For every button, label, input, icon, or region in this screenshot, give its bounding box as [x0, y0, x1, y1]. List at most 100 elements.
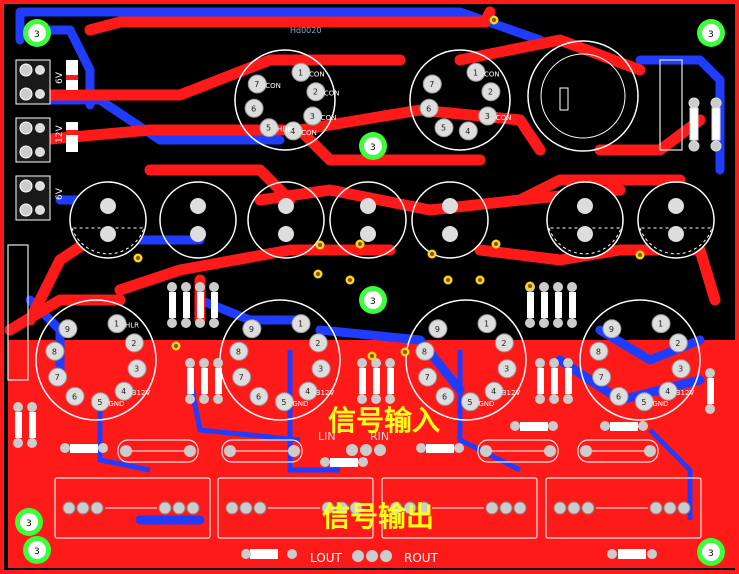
- film-capacitor: [553, 501, 691, 515]
- resistors: [13, 282, 715, 467]
- resistor: [357, 358, 367, 404]
- socket-pin: [291, 62, 311, 82]
- pin-number: 1: [298, 320, 303, 329]
- pin-number: 6: [442, 392, 447, 401]
- pin-label: HDR: [277, 126, 293, 134]
- via: [355, 239, 365, 249]
- socket-pin: [422, 74, 442, 94]
- electrolytic-capacitor: [411, 181, 489, 259]
- via: [315, 240, 325, 250]
- electrolytic-capacitor: [637, 181, 715, 259]
- via: [345, 275, 355, 285]
- pin-number: 1: [658, 320, 663, 329]
- resistor: [213, 358, 223, 404]
- socket-pin: [671, 359, 691, 379]
- tap-label-3: 6V: [55, 187, 65, 200]
- diodes: [66, 60, 78, 152]
- via: [313, 269, 323, 279]
- via: [400, 347, 410, 357]
- mount-hole: 3: [697, 19, 725, 47]
- pin-number: 7: [429, 80, 434, 89]
- transformer-tap-labels: 6V 12V 6V: [55, 71, 65, 200]
- socket-pin: [229, 341, 249, 361]
- pin-number: 5: [467, 398, 472, 407]
- socket-pin: [497, 359, 517, 379]
- socket-pin: [494, 333, 514, 353]
- socket-pin: [481, 82, 501, 102]
- mount-hole-label: 3: [370, 143, 376, 153]
- pin-number: 4: [491, 387, 496, 396]
- resistor: [27, 402, 37, 448]
- pin-number: 5: [97, 398, 102, 407]
- socket-pin: [306, 82, 326, 102]
- pin-label: CON: [265, 82, 281, 90]
- socket-pin: [609, 386, 629, 406]
- silkscreen-lines: [7, 59, 702, 539]
- socket-pin: [249, 386, 269, 406]
- socket-pin: [311, 359, 331, 379]
- pin-number: 7: [599, 373, 604, 382]
- pin-number: 2: [675, 339, 680, 348]
- socket-pin: [127, 359, 147, 379]
- resistor: [371, 358, 381, 404]
- socket-pin: [114, 381, 134, 401]
- mount-hole: 3: [23, 536, 51, 564]
- pin-number: 1: [473, 68, 478, 77]
- resistor: [539, 282, 549, 328]
- resistor-horizontal: [600, 421, 648, 431]
- pin-number: 4: [121, 387, 126, 396]
- pin-number: 7: [254, 80, 259, 89]
- resistor: [385, 358, 395, 404]
- via: [367, 351, 377, 361]
- mount-hole: 3: [15, 508, 43, 536]
- resistor: [567, 282, 577, 328]
- pin-number: 3: [134, 365, 139, 374]
- pin-number: 2: [488, 88, 493, 97]
- film-capacitors: [62, 445, 691, 515]
- pin-number: 8: [596, 347, 601, 356]
- socket-pin: [466, 62, 486, 82]
- resistor-horizontal: [416, 443, 464, 453]
- pin-label: GND: [108, 400, 124, 408]
- pin-number: 3: [678, 365, 683, 374]
- mount-hole: 3: [23, 19, 51, 47]
- lout-label: LOUT: [310, 551, 342, 565]
- socket-pin: [259, 118, 279, 138]
- resistor: [563, 358, 573, 404]
- pin-number: 9: [249, 325, 254, 334]
- socket-pin: [435, 386, 455, 406]
- socket-pin: [651, 314, 671, 334]
- socket-pin: [303, 106, 323, 126]
- mount-hole-label: 3: [26, 519, 32, 529]
- input-connector: LIN RIN: [318, 430, 389, 456]
- socket-pin: [634, 392, 654, 412]
- pin-number: 9: [65, 325, 70, 334]
- resistor-horizontal: [60, 443, 108, 453]
- socket-pin: [124, 333, 144, 353]
- socket-pin: [65, 386, 85, 406]
- resistor: [705, 368, 715, 414]
- terminal-block: [15, 59, 51, 221]
- socket-pin: [592, 367, 612, 387]
- socket-pin: [460, 392, 480, 412]
- signal-input-title: 信号输入: [328, 404, 440, 437]
- rin-label: RIN: [370, 430, 389, 443]
- via: [491, 239, 501, 249]
- coupling-capacitor: [480, 445, 556, 457]
- electrolytic-capacitor: [329, 181, 407, 259]
- pin-number: 3: [318, 365, 323, 374]
- socket-pin: [484, 381, 504, 401]
- pin-number: 7: [425, 373, 430, 382]
- pin-number: 4: [290, 127, 295, 136]
- pin-number: 3: [504, 365, 509, 374]
- pin-number: 2: [501, 339, 506, 348]
- via: [443, 275, 453, 285]
- socket-pin: [291, 314, 311, 334]
- socket-pin: [458, 121, 478, 141]
- resistor: [199, 358, 209, 404]
